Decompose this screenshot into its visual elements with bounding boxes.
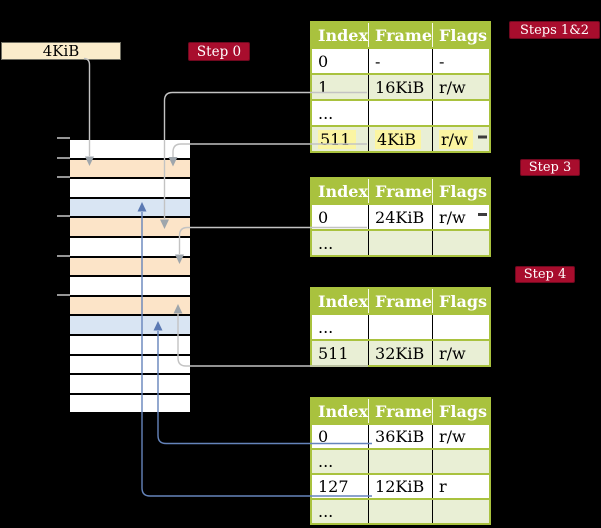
- table-cell: 511: [311, 339, 369, 366]
- table-cell: [368, 448, 433, 474]
- table-cell: -: [368, 47, 433, 74]
- badge-steps-1-2: Steps 1&2: [509, 21, 600, 39]
- table-cell: 0: [311, 423, 369, 449]
- table-cell: [368, 229, 433, 256]
- column-header-frame: Frame: [368, 288, 433, 314]
- table-cell: [432, 448, 490, 474]
- column-header-flags: Flags: [432, 288, 490, 314]
- memory-frame-row-16KiB: [70, 218, 190, 238]
- memory-frame-row-4KiB: [70, 159, 190, 180]
- highlighted-value: r/w: [439, 129, 473, 149]
- memory-frame-row-44KiB: [70, 355, 190, 376]
- table-row: ...: [311, 498, 490, 524]
- column-header-index: Index: [311, 178, 369, 204]
- column-header-index: Index: [311, 288, 369, 314]
- memory-tick: [57, 176, 70, 179]
- table-cell: 0: [311, 203, 369, 230]
- highlighted-value: 511: [318, 129, 356, 149]
- frame-address-text: 4KiB: [42, 42, 80, 60]
- highlighted-value: 4KiB: [375, 129, 422, 149]
- badge-step-4: Step 4: [515, 266, 575, 283]
- table-row: 0--: [311, 47, 490, 74]
- table-cell: [368, 99, 433, 126]
- table-cell: r/w: [432, 423, 490, 449]
- table-row: ...: [311, 229, 490, 256]
- memory-frame-row-32KiB: [70, 296, 190, 317]
- column-header-flags: Flags: [432, 22, 490, 48]
- memory-frame-row-20KiB: [70, 237, 190, 258]
- table-cell: r/w: [432, 125, 490, 152]
- table-cell: 0: [311, 47, 369, 74]
- table-cell: 1: [311, 73, 369, 100]
- table-cell: ...: [311, 229, 369, 256]
- badge-step-0: Step 0: [188, 42, 250, 61]
- table-cell: 127: [311, 473, 369, 499]
- memory-tick: [57, 293, 70, 296]
- table-cell: r: [432, 473, 490, 499]
- memory-frame-row-12KiB: [70, 198, 190, 219]
- table-cell: ...: [311, 448, 369, 474]
- column-header-frame: Frame: [368, 398, 433, 424]
- memory-tick: [57, 137, 70, 139]
- table-cell: 511: [311, 125, 369, 152]
- table-cell: -: [432, 47, 490, 74]
- table-cell: [432, 498, 490, 524]
- table-row: ...: [311, 448, 490, 474]
- table-cell: r/w: [432, 339, 490, 366]
- table-cell: [432, 229, 490, 256]
- frame-address-label: 4KiB: [1, 42, 121, 60]
- table-row: ...: [311, 313, 490, 340]
- badge-step-3: Step 3: [520, 159, 580, 176]
- table-cell: ...: [311, 498, 369, 524]
- table-row: 511 4KiB r/w: [311, 125, 490, 152]
- column-header-index: Index: [311, 22, 369, 48]
- table-cell: [432, 313, 490, 340]
- table-cell: 32KiB: [368, 339, 433, 366]
- column-header-frame: Frame: [368, 178, 433, 204]
- table-cell: [368, 498, 433, 524]
- table-cell: ...: [311, 313, 369, 340]
- table-cell: 36KiB: [368, 423, 433, 449]
- memory-tick: [57, 254, 70, 257]
- column-header-flags: Flags: [432, 398, 490, 424]
- memory-tick: [57, 156, 70, 159]
- memory-column: [70, 138, 190, 415]
- column-header-flags: Flags: [432, 178, 490, 204]
- memory-frame-row-36KiB: [70, 316, 190, 336]
- table-cell: [368, 313, 433, 340]
- table-cell: r/w: [432, 203, 490, 230]
- table-cell: 16KiB: [368, 73, 433, 100]
- column-header-index: Index: [311, 398, 369, 424]
- memory-ticks: [57, 137, 70, 414]
- memory-frame-row-40KiB: [70, 335, 190, 356]
- memory-frame-row-52KiB: [70, 394, 190, 415]
- table-cell: [432, 99, 490, 126]
- memory-tick: [57, 215, 70, 218]
- table-row: ...: [311, 99, 490, 126]
- table-cell: r/w: [432, 73, 490, 100]
- memory-frame-row-8KiB: [70, 179, 190, 199]
- memory-frame-row-0KiB: [70, 140, 190, 160]
- table-cell: 12KiB: [368, 473, 433, 499]
- table-cell: 24KiB: [368, 203, 433, 230]
- memory-frame-row-24KiB: [70, 257, 190, 278]
- table-cell: 4KiB: [368, 125, 433, 152]
- table-cell: ...: [311, 99, 369, 126]
- memory-frame-row-48KiB: [70, 375, 190, 395]
- column-header-frame: Frame: [368, 22, 433, 48]
- memory-frame-row-28KiB: [70, 277, 190, 297]
